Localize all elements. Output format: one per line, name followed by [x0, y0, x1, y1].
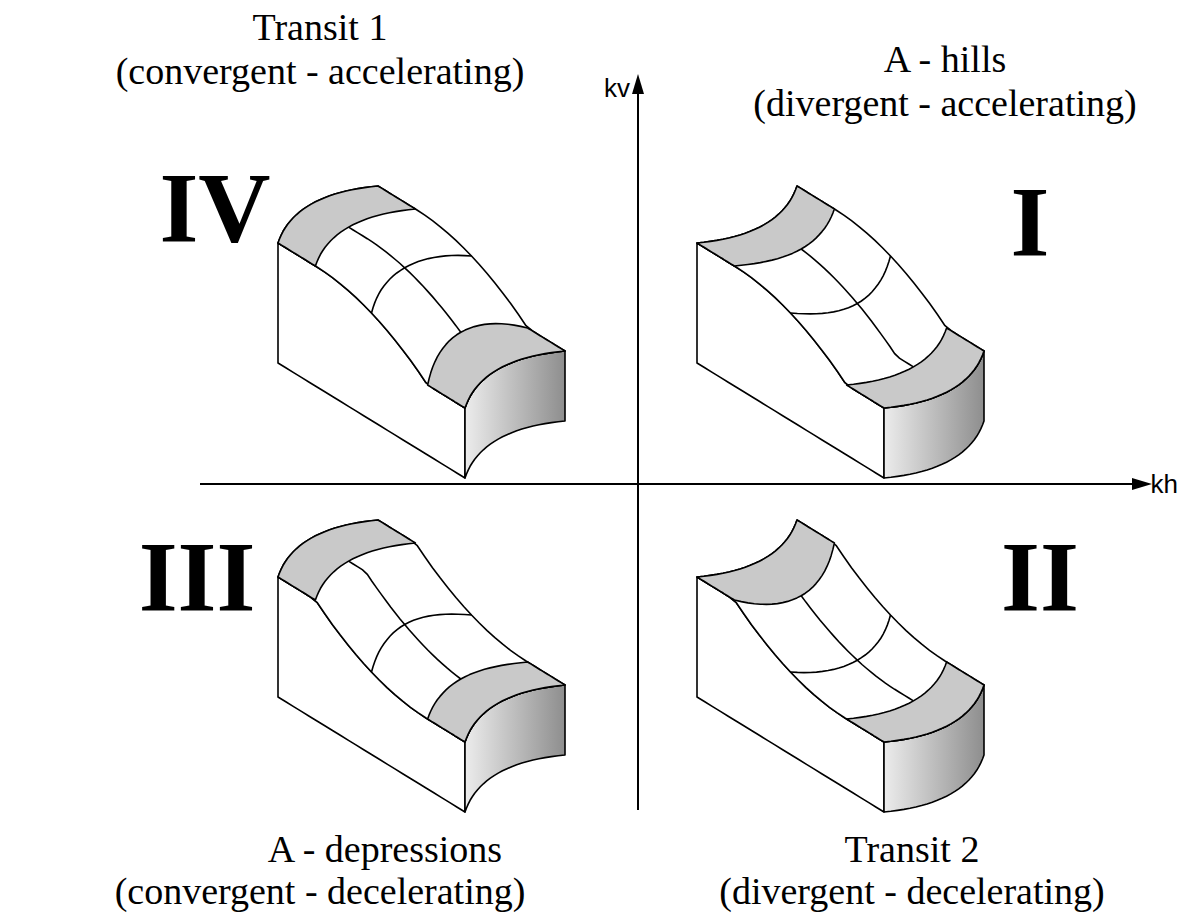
flow-line	[349, 561, 461, 679]
quadrant-title: A - depressions	[268, 828, 502, 872]
quadrant-title: Transit 2	[845, 828, 980, 872]
lower-strip	[847, 662, 984, 742]
quadrant-subtitle: (convergent - decelerating)	[115, 870, 526, 914]
axis-label: kv	[604, 74, 630, 104]
top-surface	[278, 186, 565, 408]
axis-arrowhead	[632, 74, 644, 94]
quadrant-number: IV	[159, 158, 270, 258]
quadrant-title: A - hills	[884, 38, 1006, 82]
quadrant-subtitle: (divergent - accelerating)	[753, 82, 1136, 126]
upper-strip	[697, 186, 834, 266]
block-illustrations	[278, 186, 984, 812]
lower-strip	[428, 324, 565, 408]
quadrant-number: III	[139, 527, 256, 627]
axis-label: kh	[1151, 470, 1178, 500]
quadrant-number: I	[1011, 172, 1050, 272]
flow-line	[801, 249, 913, 367]
quadrant-number: II	[1001, 527, 1079, 627]
lower-strip	[428, 662, 565, 742]
axis-arrowhead	[1132, 478, 1152, 490]
lower-strip	[847, 328, 984, 408]
quadrant-subtitle: (convergent - accelerating)	[116, 50, 525, 94]
upper-strip	[278, 186, 415, 266]
upper-strip	[278, 520, 415, 600]
kh-axis	[200, 483, 1134, 485]
flow-line	[801, 596, 913, 701]
kv-axis	[637, 92, 639, 810]
top-surface	[697, 186, 984, 408]
top-surface	[278, 520, 565, 742]
quadrant-title: Transit 1	[253, 6, 388, 50]
quadrant-subtitle: (divergent - decelerating)	[719, 870, 1104, 914]
flow-line	[349, 227, 461, 332]
top-surface	[697, 520, 984, 742]
upper-strip	[697, 520, 834, 604]
